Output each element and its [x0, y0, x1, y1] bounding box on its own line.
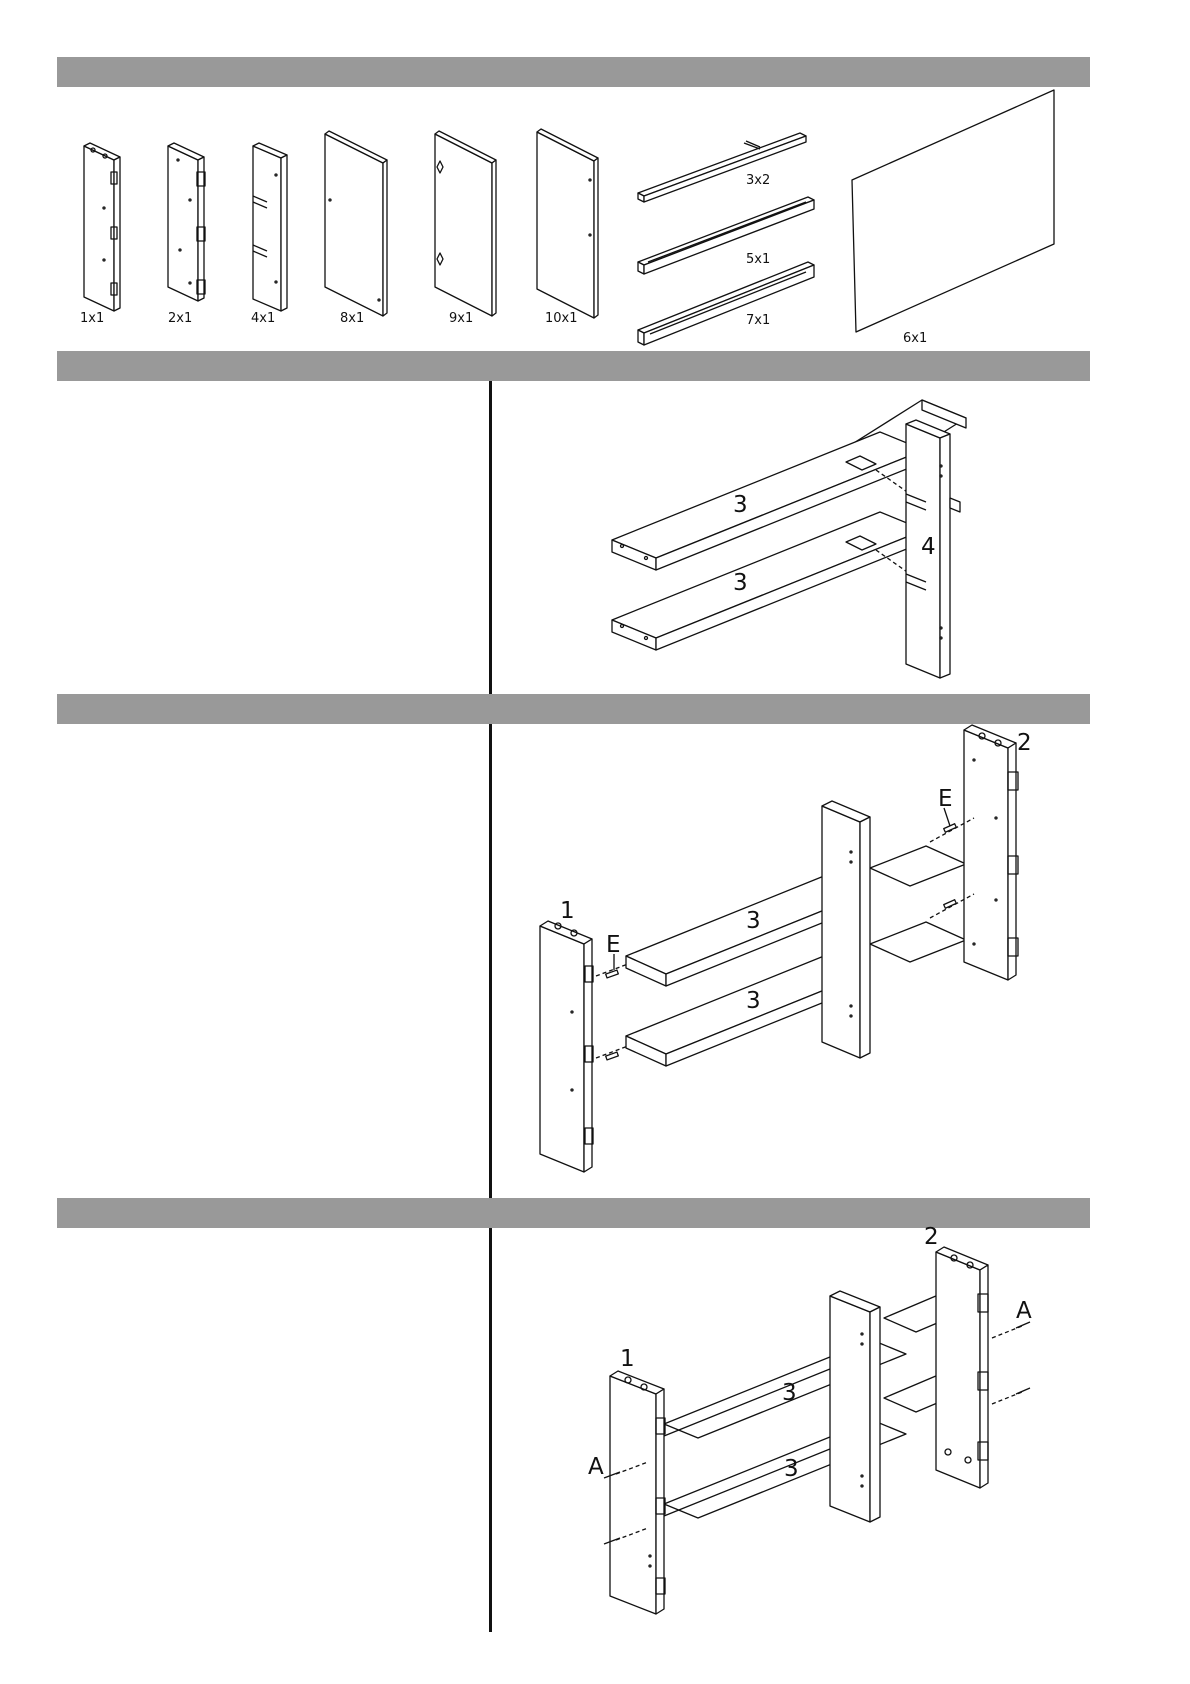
- part-6-drawing: [852, 90, 1054, 332]
- part-3-drawing: [638, 133, 806, 202]
- part-7-qty: 7x1: [746, 313, 770, 328]
- part-2-drawing: [168, 143, 205, 301]
- part-9-drawing: [435, 131, 496, 316]
- step3-shelf-bottom-label: 3: [784, 1456, 799, 1482]
- step2-side-left-label: 1: [560, 898, 575, 924]
- step3-drawing: [604, 1247, 1030, 1614]
- step2-fitting-right-label: E: [938, 786, 953, 812]
- step2-side-right-label: 2: [1017, 730, 1032, 756]
- part-10-qty: 10x1: [545, 311, 578, 326]
- step3-shelf-top-label: 3: [782, 1380, 797, 1406]
- step3-side-right-label: 2: [924, 1224, 939, 1250]
- part-1-drawing: [84, 143, 120, 311]
- part-8-drawing: [325, 131, 387, 316]
- part-6-qty: 6x1: [903, 331, 927, 346]
- part-5-drawing: [638, 197, 814, 274]
- step3-fitting-left-label: A: [588, 1454, 604, 1480]
- step1-drawing: [612, 400, 966, 678]
- part-9-qty: 9x1: [449, 311, 473, 326]
- part-7-drawing: [638, 262, 814, 345]
- part-1-qty: 1x1: [80, 311, 104, 326]
- step2-shelf-top-label: 3: [746, 908, 761, 934]
- step3-fitting-right-label: A: [1016, 1298, 1032, 1324]
- step2-fitting-left-label: E: [606, 932, 621, 958]
- step1-shelf-bottom-label: 3: [733, 570, 748, 596]
- part-3-qty: 3x2: [746, 173, 770, 188]
- step1-divider-label: 4: [921, 534, 936, 560]
- step1-shelf-top-label: 3: [733, 492, 748, 518]
- step3-side-left-label: 1: [620, 1346, 635, 1372]
- part-4-qty: 4x1: [251, 311, 275, 326]
- part-8-qty: 8x1: [340, 311, 364, 326]
- part-2-qty: 2x1: [168, 311, 192, 326]
- part-4-drawing: [253, 143, 287, 311]
- step2-shelf-bottom-label: 3: [746, 988, 761, 1014]
- part-5-qty: 5x1: [746, 252, 770, 267]
- part-10-drawing: [537, 129, 598, 318]
